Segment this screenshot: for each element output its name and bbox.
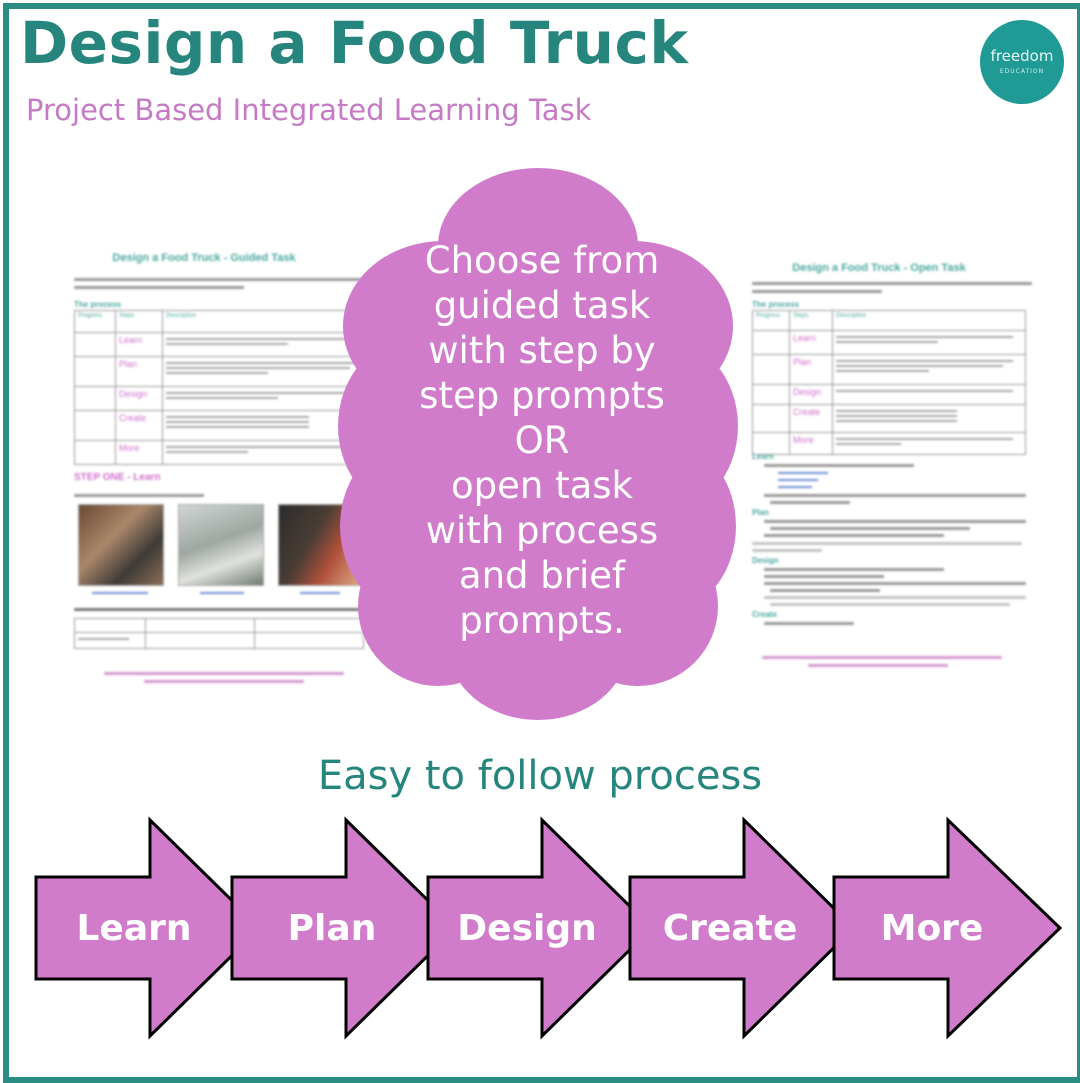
open-doc-section-heading: Design bbox=[752, 556, 779, 565]
food-truck-photo bbox=[78, 504, 164, 586]
guided-doc-title: Design a Food Truck - Guided Task bbox=[112, 252, 296, 264]
open-doc-process-heading: The process bbox=[752, 300, 800, 309]
process-heading: Easy to follow process bbox=[317, 753, 763, 799]
page-title: Design a Food Truck bbox=[20, 9, 689, 77]
step-cell: Create bbox=[115, 410, 163, 441]
arrow-more bbox=[832, 816, 1063, 1040]
arrow-label-more: More bbox=[880, 908, 984, 949]
food-truck-photo bbox=[178, 504, 264, 586]
callout-text: Choose from guided task with step by ste… bbox=[383, 238, 701, 643]
doc-text-line bbox=[764, 494, 1026, 497]
doc-text-line bbox=[770, 603, 1010, 606]
guided-task-document-preview: Design a Food Truck - Guided Task The pr… bbox=[34, 210, 374, 710]
doc-text-line bbox=[764, 464, 914, 467]
doc-link-line bbox=[778, 472, 828, 474]
open-doc-section-heading: Plan bbox=[752, 508, 769, 517]
open-doc-section-heading: Create bbox=[752, 610, 777, 619]
guided-doc-section-heading: STEP ONE - Learn bbox=[74, 472, 161, 483]
open-task-document-preview: Design a Food Truck - Open Task The proc… bbox=[712, 230, 1046, 692]
callout-line: with process bbox=[425, 509, 659, 552]
doc-text-line bbox=[764, 622, 854, 625]
arrow-plan bbox=[230, 816, 459, 1040]
step-cell: More bbox=[115, 440, 163, 465]
doc-text-line bbox=[770, 527, 970, 530]
guided-doc-process-heading: The process bbox=[74, 300, 122, 309]
doc-text-line bbox=[752, 290, 882, 293]
doc-footer-line bbox=[762, 656, 1002, 659]
arrow-design bbox=[426, 816, 655, 1040]
open-doc-process-table: Progress Steps Description Learn Plan De… bbox=[752, 310, 1026, 455]
callout-line: open task bbox=[451, 464, 633, 507]
callout-line: with step by bbox=[428, 329, 656, 372]
doc-text-line bbox=[74, 278, 374, 281]
page-subtitle: Project Based Integrated Learning Task bbox=[26, 93, 592, 127]
doc-text-line bbox=[764, 534, 944, 537]
doc-text-line bbox=[74, 494, 204, 497]
step-cell: Learn bbox=[115, 332, 163, 357]
doc-footer-line bbox=[808, 664, 948, 667]
doc-footer-line bbox=[144, 680, 304, 683]
callout-line: guided task bbox=[433, 284, 651, 327]
logo-name: freedom bbox=[990, 47, 1054, 65]
open-doc-section-heading: Learn bbox=[752, 452, 774, 461]
logo-tagline: EDUCATION bbox=[999, 68, 1045, 75]
callout-line: and brief bbox=[458, 554, 626, 597]
doc-link-line bbox=[778, 486, 812, 488]
callout-cloud bbox=[338, 168, 738, 720]
doc-text-line bbox=[764, 568, 944, 571]
arrow-label-learn: Learn bbox=[76, 908, 192, 949]
doc-text-line bbox=[74, 608, 364, 611]
doc-link-line bbox=[778, 479, 818, 481]
arrow-label-design: Design bbox=[457, 908, 597, 949]
arrow-learn bbox=[34, 816, 263, 1040]
doc-text-line bbox=[764, 582, 1026, 585]
doc-text-line bbox=[752, 542, 1022, 545]
doc-text-line bbox=[764, 520, 1026, 523]
arrow-label-plan: Plan bbox=[287, 908, 377, 949]
guided-doc-answer-table bbox=[74, 618, 364, 649]
doc-text-line bbox=[770, 589, 880, 592]
doc-text-line bbox=[770, 501, 850, 504]
step-cell: Plan bbox=[789, 354, 833, 385]
doc-text-line bbox=[752, 282, 1032, 285]
step-cell: More bbox=[789, 432, 833, 455]
open-doc-title: Design a Food Truck - Open Task bbox=[792, 262, 966, 274]
doc-text-line bbox=[752, 549, 822, 552]
doc-text-line bbox=[764, 575, 884, 578]
cloud-shape bbox=[338, 168, 738, 720]
doc-text-line bbox=[764, 596, 1026, 599]
callout-line: step prompts bbox=[419, 374, 665, 417]
photo-caption-link bbox=[200, 592, 244, 594]
photo-caption-link bbox=[92, 592, 148, 594]
callout-line: OR bbox=[514, 419, 570, 462]
arrow-label-create: Create bbox=[662, 908, 798, 949]
doc-text-line bbox=[74, 286, 244, 289]
callout-line: prompts. bbox=[459, 599, 625, 642]
freedom-education-logo: freedom EDUCATION bbox=[980, 20, 1064, 104]
photo-caption-link bbox=[300, 592, 340, 594]
callout-line: Choose from bbox=[424, 239, 660, 282]
doc-footer-line bbox=[104, 672, 344, 675]
arrow-create bbox=[628, 816, 857, 1040]
